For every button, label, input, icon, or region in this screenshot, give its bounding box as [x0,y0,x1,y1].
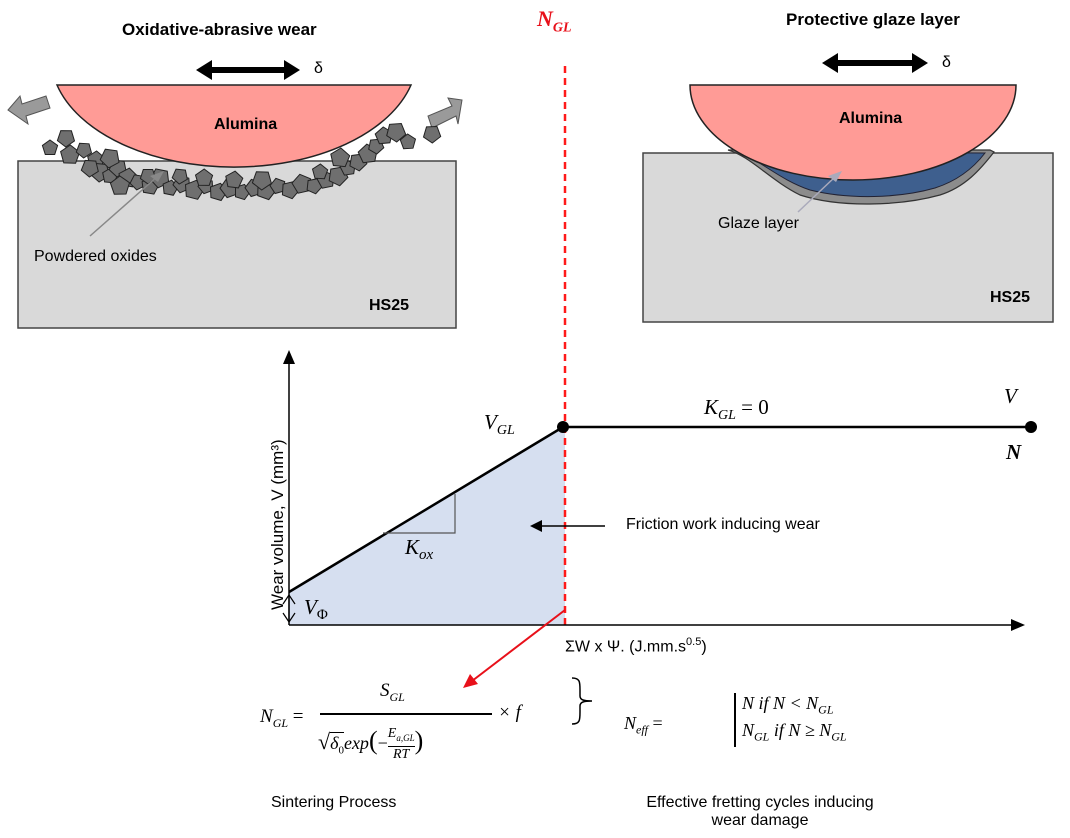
k-ox-label: Kox [405,535,434,564]
neff-case-2: NGL if N ≥ NGL [742,720,847,744]
powdered-oxides-label: Powdered oxides [34,248,157,265]
oxide-particle [56,130,76,148]
oxide-particle [41,139,59,155]
oxide-debris [41,122,442,202]
ngl-red-arrow-line [471,609,566,682]
right-alumina-label: Alumina [839,110,903,127]
oxide-particle [99,148,120,169]
v-gl-label: VGL [484,410,515,439]
left-ejection-arrow-right [427,97,463,129]
caption-effective-cycles-line2: wear damage [711,812,809,829]
equation-brace [571,677,593,725]
y-axis-label: Wear volume, V (mm³) [268,439,287,610]
oxide-particle [225,170,244,189]
slope-triangle [383,494,456,534]
oxide-particle [422,125,442,144]
x-axis-label: ΣW x Ψ. (J.mm.s0.5) [565,636,707,656]
right-panel-title: Protective glaze layer [786,10,960,29]
left-displacement-arrow [196,60,300,80]
ngl-fraction-bar [320,713,492,715]
right-alumina-ball [689,84,1017,181]
left-ejection-arrow-left [7,94,51,126]
oxide-particle [386,122,407,143]
delta-left: δ [314,60,323,77]
end-n-label: N [1006,440,1022,464]
glaze-layer-label: Glaze layer [718,215,799,232]
left-substrate-block [17,160,457,329]
right-panel-illustration [642,53,1054,323]
caption-effective-cycles-line1: Effective fretting cycles inducing [646,794,874,811]
ngl-equation-lhs: NGL = [260,706,304,730]
neff-equation-lhs: Neff = [624,713,663,737]
left-substrate-label: HS25 [369,297,410,314]
oxide-particle [251,171,272,191]
oxide-particle [171,168,188,185]
neff-case-bar [734,693,736,747]
caption-sintering: Sintering Process [271,794,397,811]
friction-work-annotation: Friction work inducing wear [626,516,820,533]
left-panel-illustration [7,60,463,329]
oxide-particle [75,142,93,159]
v-phi-arrow [282,593,296,624]
end-point [1025,421,1037,433]
debris-pointer-line [89,175,159,237]
oxide-particle [109,175,131,195]
glaze-pointer-line [797,175,837,213]
oxide-particle [311,163,329,180]
right-displacement-arrow [822,53,928,73]
v-phi-label: VΦ [304,595,328,624]
k-gl-label: KGL = 0 [704,395,769,424]
oxide-particle [194,168,214,186]
ngl-divider-label: NGL [537,6,572,36]
right-substrate-label: HS25 [990,289,1031,306]
oxide-particle [80,159,99,178]
neff-case-1: N if N < NGL [742,693,834,717]
ngl-equation-numerator: SGL [380,680,405,704]
left-alumina-ball [55,84,413,168]
v-gl-point [557,421,569,433]
end-v-label: V [1004,384,1017,408]
ngl-times-f: × f [498,702,521,723]
oxide-particle [399,133,417,150]
left-alumina-label: Alumina [214,116,278,133]
delta-right: δ [942,54,951,71]
caption-effective-cycles: Effective fretting cycles inducing wear … [610,794,910,830]
friction-work-area [289,427,565,625]
oxide-particle [330,147,351,168]
left-panel-title: Oxidative-abrasive wear [122,20,317,39]
wear-graph [282,66,1037,688]
